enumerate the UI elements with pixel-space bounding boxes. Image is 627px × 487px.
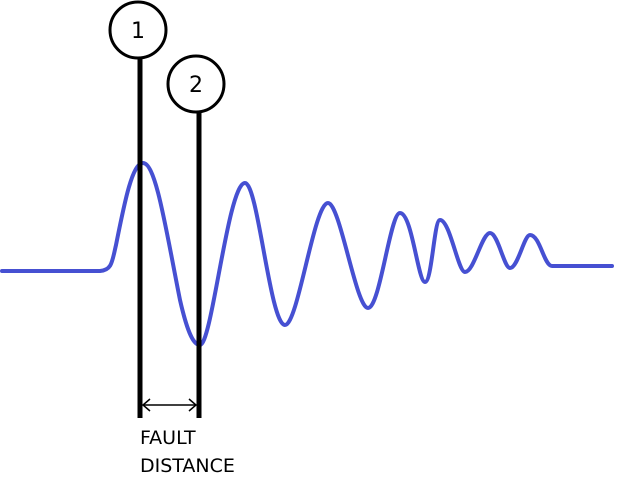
marker-2-circle <box>166 54 226 114</box>
distance-arrow <box>141 398 198 412</box>
caption-distance: DISTANCE <box>140 455 235 477</box>
marker-1: 1 <box>108 0 168 60</box>
waveform <box>0 161 614 347</box>
marker-1-circle <box>108 0 168 60</box>
marker-1-label: 1 <box>131 19 145 44</box>
caption-fault: FAULT <box>140 427 196 449</box>
marker-2-label: 2 <box>189 73 203 98</box>
marker-2: 2 <box>166 54 226 114</box>
